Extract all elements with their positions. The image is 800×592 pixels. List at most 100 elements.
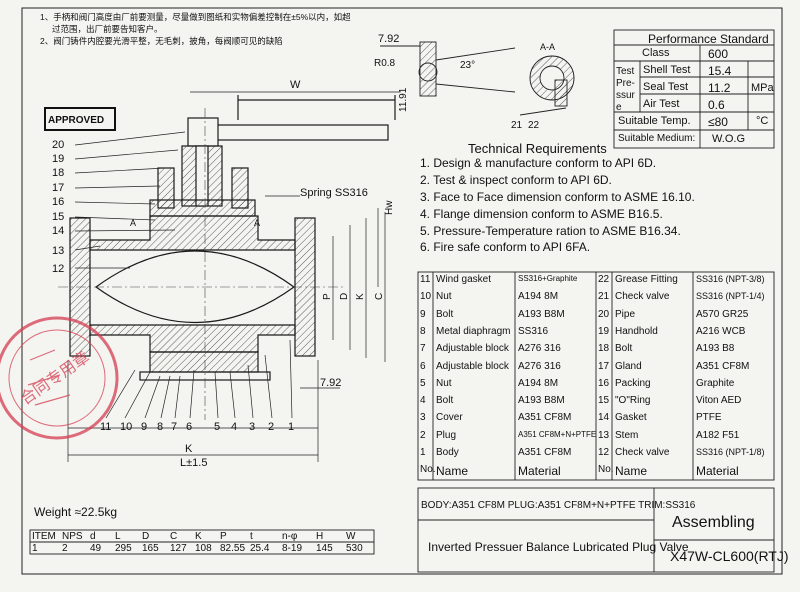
bom-no: 3 — [420, 412, 426, 424]
dim-792: 7.92 — [320, 377, 341, 389]
bom-no: 8 — [420, 325, 426, 337]
bottom-callouts: 11 10 9 8 7 6 5 4 3 2 1 — [100, 421, 294, 433]
bom-name: Metal diaphragm — [436, 325, 511, 337]
bom-material: A216 WCB — [696, 325, 746, 337]
bom-material: SS316 (NPT-1/4) — [696, 291, 765, 302]
bom-material: PTFE — [696, 412, 722, 424]
bom-name: Adjustable block — [436, 343, 509, 355]
bom-material: A193 B8M — [518, 395, 565, 407]
detail-view-section-aa — [519, 55, 575, 116]
bom-no: 1 — [420, 447, 426, 458]
bom-material: A193 B8M — [518, 308, 565, 320]
callout-18: 18 — [52, 167, 64, 179]
approved-label: APPROVED — [48, 115, 104, 126]
detail-view-profile — [380, 41, 516, 97]
callout-12: 12 — [52, 263, 64, 275]
air-test-label: Air Test — [643, 98, 680, 110]
bom-no: 4 — [420, 395, 426, 407]
bom-material: A351 CF8M — [518, 412, 572, 424]
title-block — [417, 487, 775, 573]
bom-no: 21 — [598, 291, 610, 303]
note-line-2: 过范围，出厂前要告知客户。 — [52, 24, 163, 34]
dim-h: Hw — [384, 200, 395, 215]
technical-title: Technical Requirements — [468, 141, 607, 156]
dims-value-cell: 49 — [90, 543, 102, 554]
bom-header-no: No. — [420, 464, 436, 476]
callout-15: 15 — [52, 211, 64, 223]
class-label: Class — [642, 47, 670, 59]
bom-header-name: Name — [436, 464, 469, 479]
shell-test-value: 15.4 — [708, 64, 732, 78]
medium-label: Suitable Medium: — [618, 133, 696, 144]
dims-value-cell: 295 — [115, 543, 132, 554]
bom-name: Body — [436, 447, 459, 458]
bom-material: A194 8M — [518, 377, 559, 389]
bom-material: Viton AED — [696, 395, 742, 407]
tech-item-3: 3. Face to Face dimension conform to ASM… — [420, 190, 695, 204]
left-callouts: 20 19 18 17 16 15 14 13 12 — [52, 139, 64, 275]
dim-p: P — [322, 293, 333, 300]
section-arrow-right: A — [254, 218, 260, 228]
bom-name: Gasket — [615, 412, 647, 424]
bom-header-no: No. — [598, 464, 614, 476]
callout-16: 16 — [52, 196, 64, 208]
dims-value-cell: 8-19 — [282, 543, 303, 554]
dims-value-cell: 127 — [170, 543, 187, 554]
performance-title: Performance Standard — [648, 32, 769, 46]
bom-no: 17 — [598, 360, 610, 372]
detail-dim-top: 7.92 — [378, 33, 399, 45]
bom-name: Pipe — [615, 308, 636, 320]
bom-name: Packing — [615, 377, 651, 389]
bom-name: Nut — [436, 377, 452, 389]
medium-value: W.O.G — [712, 133, 745, 145]
air-test-value: 0.6 — [708, 98, 725, 112]
dims-value-cell: 108 — [195, 543, 212, 554]
bom-no: 9 — [420, 308, 426, 320]
callout-9: 9 — [141, 421, 147, 433]
callout-3: 3 — [249, 421, 255, 433]
note-line-1: 1、手柄和阀门高度由厂前要测量，尽量做到图纸和实物偏差控制在±5%以内，如超 — [40, 12, 351, 22]
tech-item-2: 2. Test & inspect conform to API 6D. — [420, 173, 612, 187]
detail-dim-side: 11.91 — [398, 87, 409, 112]
dims-value-cell: 2 — [62, 543, 68, 554]
bom-name: Bolt — [615, 343, 633, 355]
performance-table — [613, 29, 775, 149]
bom-no: 5 — [420, 377, 426, 389]
callout-10: 10 — [120, 421, 132, 433]
bom-name: "O"Ring — [615, 395, 651, 407]
bom-material: A351 CF8M+N+PTFE — [518, 429, 597, 439]
callout-1: 1 — [288, 421, 294, 433]
bom-no: 12 — [598, 447, 610, 458]
bom-table — [417, 271, 775, 481]
detail-callout-21: 21 — [511, 120, 523, 131]
class-value: 600 — [708, 47, 729, 61]
bom-no: 20 — [598, 308, 610, 320]
callout-8: 8 — [157, 421, 163, 433]
bom-material: A276 316 — [518, 343, 561, 355]
callout-4: 4 — [231, 421, 237, 433]
bom-name: Cover — [436, 412, 463, 424]
bom-no: 13 — [598, 429, 610, 441]
bom-material: SS316 — [518, 325, 549, 337]
bom-name: Grease Fitting — [615, 274, 678, 285]
note-line-3: 2、阀门铸件内腔要光滑平整，无毛刺，披角，每阀顺可见的缺陷 — [40, 36, 283, 46]
bom-no: 11 — [420, 274, 431, 285]
weight-label: Weight ≈22.5kg — [34, 505, 118, 519]
callout-6: 6 — [186, 421, 192, 433]
bom-material: A194 8M — [518, 291, 559, 303]
callout-7: 7 — [171, 421, 177, 433]
dims-value-cell: 145 — [316, 543, 333, 554]
bom-name: Stem — [615, 429, 639, 441]
dims-header-cell: C — [170, 531, 178, 542]
bom-header-name: Name — [615, 464, 648, 479]
valve-title: Inverted Pressuer Balance Lubricated Plu… — [428, 540, 689, 554]
section-label: A-A — [540, 42, 555, 52]
bom-name: Check valve — [615, 447, 670, 458]
approved-stamp-box — [44, 107, 116, 131]
dims-table — [29, 529, 375, 555]
dims-header-cell: W — [346, 531, 356, 542]
callout-11: 11 — [100, 421, 111, 433]
dims-header-cell: D — [142, 531, 150, 542]
